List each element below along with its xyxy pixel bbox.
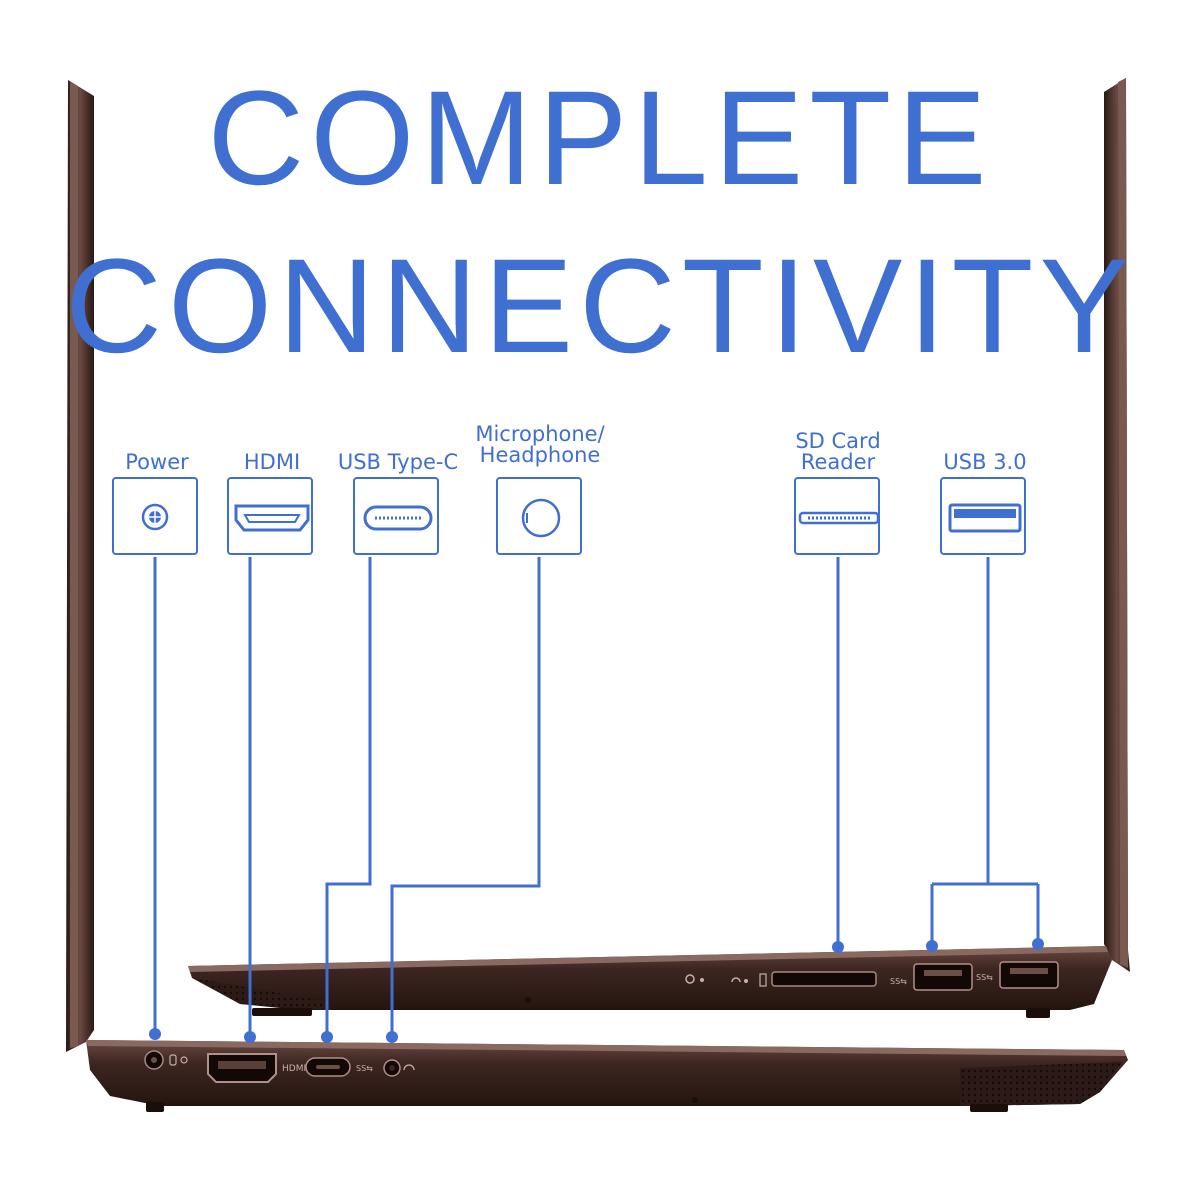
usb3-callout-line <box>930 557 1040 944</box>
laptop-base-left-side: HDMI SS⇆ <box>86 1040 1128 1112</box>
sd-card-slot <box>771 971 877 987</box>
right-lid-edge <box>1104 78 1130 972</box>
audio-jack-icon <box>521 498 561 538</box>
sd-port-box <box>794 477 880 555</box>
hdmi-port-icon <box>234 504 310 532</box>
laptop-base-right-side: SS⇆ SS⇆ <box>188 946 1112 1018</box>
audio-callout-line <box>390 557 541 1036</box>
callout-lines <box>153 557 1040 1036</box>
audio-label: Microphone/ Headphone <box>475 422 605 467</box>
svg-text:SS⇆: SS⇆ <box>356 1064 373 1073</box>
power-indicator-icon <box>685 974 695 984</box>
sd-label: SD Card Reader <box>795 429 881 474</box>
usb3-port-box <box>940 477 1026 555</box>
svg-text:SS⇆: SS⇆ <box>890 977 907 986</box>
callout-dots <box>149 938 1044 1043</box>
usbc-callout-line <box>325 557 372 1036</box>
power-label: Power <box>125 450 189 474</box>
usb-a-port-1 <box>913 963 973 991</box>
audio-port-box <box>496 477 582 555</box>
usbc-label: USB Type-C <box>337 450 459 474</box>
hdmi-port-box <box>227 477 313 555</box>
left-lid-edge <box>66 80 94 1052</box>
power-port-icon <box>141 503 169 531</box>
usb-a-port-icon <box>948 503 1022 533</box>
sd-card-icon <box>798 511 880 525</box>
usb-a-port-2 <box>999 961 1059 989</box>
usb3-label: USB 3.0 <box>943 450 1027 474</box>
usb-c-port-icon <box>363 505 433 531</box>
headline-line-2: CONNECTIVITY <box>65 232 1135 381</box>
usbc-port-box <box>353 477 439 555</box>
hdmi-text-mark: HDMI <box>282 1064 306 1074</box>
hdmi-label: HDMI <box>243 450 301 474</box>
svg-text:SS⇆: SS⇆ <box>976 973 993 982</box>
power-port-box <box>112 477 198 555</box>
headline-line-1: COMPLETE <box>207 64 993 213</box>
